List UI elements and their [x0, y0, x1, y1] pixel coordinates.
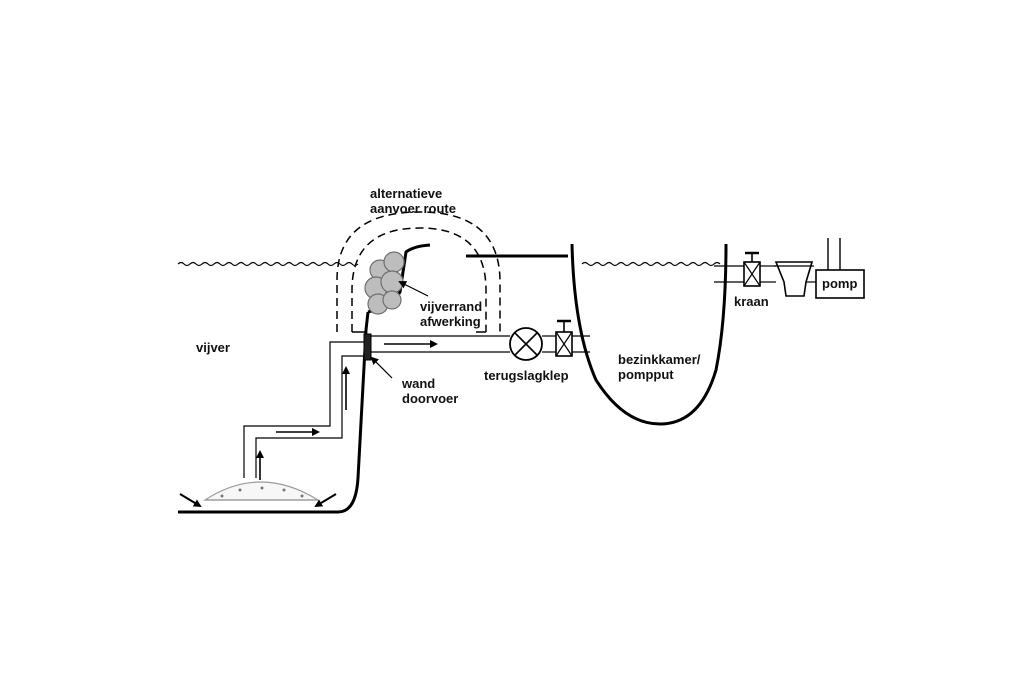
tap-symbol — [743, 251, 761, 287]
label-settling-line1: bezinkkamer/ — [618, 352, 701, 367]
gate-valve-symbol — [555, 319, 573, 357]
pointer-wall-feedthrough — [370, 356, 393, 379]
label-settling-line2: pompput — [618, 367, 674, 382]
water-surface-settling-chamber — [581, 261, 721, 267]
pond-bottom-and-wall — [178, 311, 370, 514]
label-wall-line2: doorvoer — [402, 391, 459, 406]
label-pond-edge-line2: afwerking — [420, 314, 481, 329]
wall-feedthrough — [363, 333, 372, 361]
label-check-valve: terugslagklep — [484, 368, 569, 383]
label-pond-edge-finish: vijverrand afwerking — [420, 299, 482, 329]
label-tap: kraan — [734, 294, 769, 309]
label-wall-feedthrough: wand doorvoer — [402, 376, 458, 406]
label-settling-chamber: bezinkkamer/ pompput — [618, 352, 700, 382]
flow-arrow-inlet-left — [179, 493, 202, 508]
label-wall-line1: wand — [402, 376, 436, 391]
prefilter-basket — [774, 261, 814, 297]
label-alternative-route: alternatieve aanvoer route — [370, 186, 456, 216]
alternative-route-inner — [351, 227, 487, 332]
label-alternative-route-line2: aanvoer route — [370, 201, 456, 216]
label-pond-edge-line1: vijverrand — [420, 299, 483, 314]
alternative-route-outer — [336, 211, 501, 332]
label-pump: pomp — [822, 276, 858, 291]
settling-chamber-wall — [570, 243, 728, 426]
supply-pipe-outer — [243, 341, 366, 478]
pump-box — [815, 269, 865, 299]
check-valve-symbol — [509, 327, 543, 361]
supply-pipe-inner — [255, 355, 366, 478]
label-pond: vijver — [196, 340, 230, 355]
water-surface-pond — [177, 261, 359, 267]
pond-edge-shrub — [364, 251, 405, 315]
label-alternative-route-line1: alternatieve — [370, 186, 443, 201]
pointer-pond-edge — [398, 281, 429, 297]
flow-arrow-inlet-right — [314, 493, 337, 508]
bottom-drain-dome — [202, 481, 321, 501]
